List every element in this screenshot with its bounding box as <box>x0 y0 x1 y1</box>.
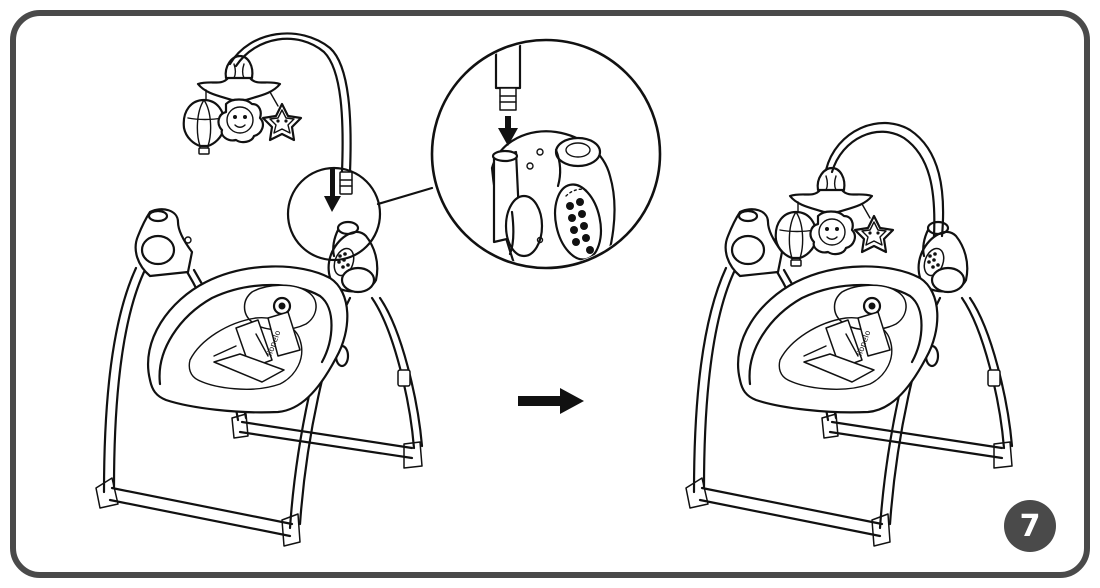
zoom-detail <box>430 38 662 270</box>
callout-connector-line <box>376 186 434 206</box>
swing-after-assembly <box>684 208 1014 548</box>
detail-highlight-circle <box>286 166 382 262</box>
step-number-badge: 7 <box>1004 500 1056 552</box>
insert-arrow-icon <box>324 168 341 212</box>
mobile-arm-attached <box>824 121 945 238</box>
result-arrow-icon <box>518 388 584 414</box>
mobile-attached <box>774 166 895 268</box>
mobile-toy-bar <box>182 32 353 195</box>
swing-before-assembly <box>94 208 424 548</box>
